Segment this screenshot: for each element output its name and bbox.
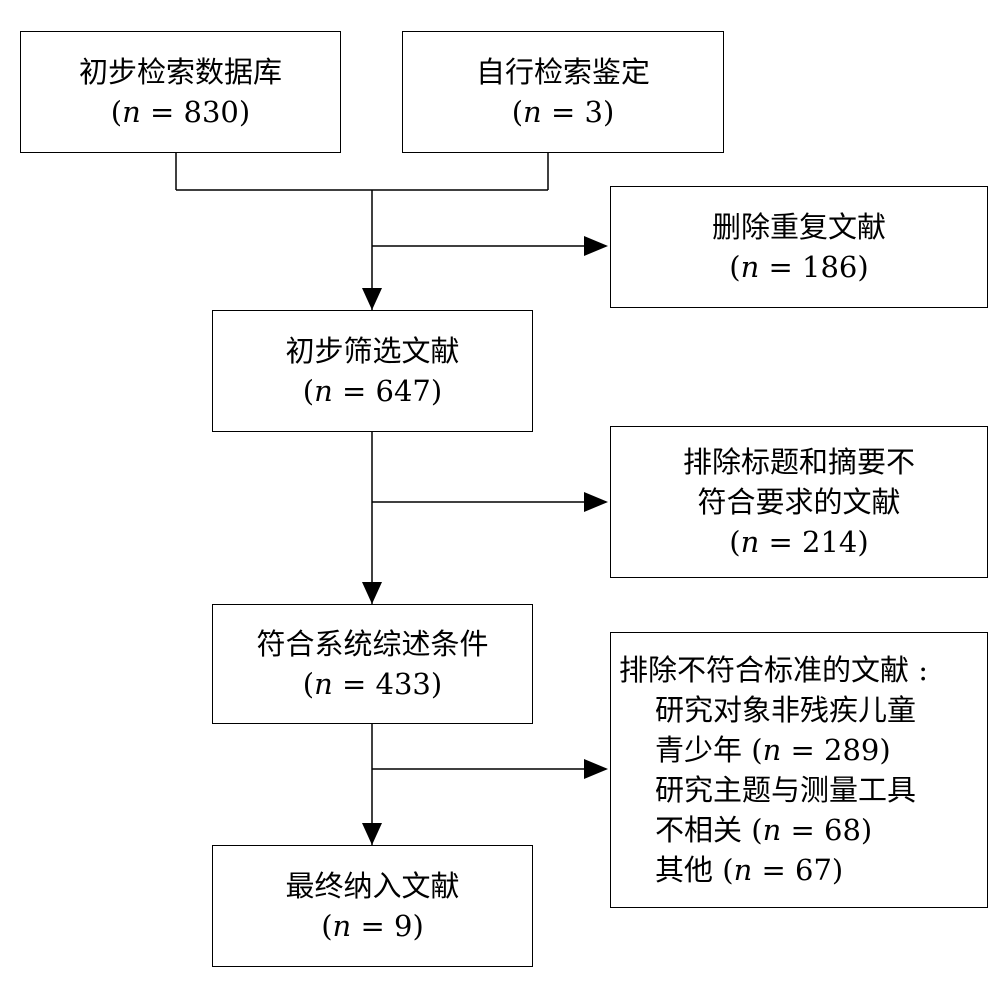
n-symbol: n <box>740 525 760 559</box>
reason1-line2: 青少年 (n = 289) <box>655 733 891 767</box>
arrowhead-final <box>362 823 382 845</box>
reason1-line1: 研究对象非残疾儿童 <box>655 693 917 727</box>
reason2-line1: 研究主题与测量工具 <box>655 773 917 807</box>
reason3-line: 其他 (n = 67) <box>655 853 844 887</box>
n-symbol: n <box>314 667 333 701</box>
reason1-text: 青少年 <box>655 733 743 767</box>
count-label: (n = 186) <box>729 250 869 284</box>
box-initial-database-search: 初步检索数据库 (n = 830) <box>20 31 341 153</box>
box-title: 初步检索数据库 <box>78 55 282 89</box>
count-label: (n = 3) <box>511 95 615 129</box>
reason3-text: 其他 <box>655 853 714 887</box>
count-value: 647 <box>375 374 431 408</box>
count-value: 3 <box>584 95 603 129</box>
count-value: 9 <box>393 909 413 943</box>
count-value: 186 <box>802 250 858 284</box>
box-title: 初步筛选文献 <box>285 334 460 368</box>
count-label: (n = 214) <box>729 525 869 559</box>
count-label: (n = 433) <box>302 667 443 701</box>
n-symbol: n <box>740 250 760 284</box>
count-label: (n = 647) <box>302 374 443 408</box>
box-duplicates-removed: 删除重复文献 (n = 186) <box>610 186 988 308</box>
n-symbol: n <box>762 813 782 847</box>
count-label: (n = 830) <box>110 95 251 129</box>
count-value: 67 <box>795 853 832 887</box>
reason2-line2: 不相关 (n = 68) <box>655 813 873 847</box>
box-title: 自行检索鉴定 <box>475 55 650 89</box>
arrowhead-meets-criteria <box>362 582 382 604</box>
n-symbol: n <box>314 374 333 408</box>
count-value: 433 <box>375 667 431 701</box>
n-symbol: n <box>332 909 352 943</box>
box-meets-criteria: 符合系统综述条件 (n = 433) <box>212 604 533 724</box>
n-symbol: n <box>122 95 141 129</box>
arrowhead-initial-screen <box>362 288 382 310</box>
reason2-text: 不相关 <box>655 813 743 847</box>
count-value: 214 <box>802 525 858 559</box>
box-title: 排除不符合标准的文献 : <box>619 653 928 687</box>
box-title-line2: 符合要求的文献 <box>697 485 901 519</box>
count-value: 68 <box>824 813 861 847</box>
box-self-search: 自行检索鉴定 (n = 3) <box>402 31 724 153</box>
box-initial-screening: 初步筛选文献 (n = 647) <box>212 310 533 432</box>
box-title: 最终纳入文献 <box>285 869 460 903</box>
arrowhead-duplicates <box>584 236 608 256</box>
box-title: 符合系统综述条件 <box>256 627 489 661</box>
box-title-abstract-excluded: 排除标题和摘要不 符合要求的文献 (n = 214) <box>610 426 988 578</box>
count-value: 830 <box>183 95 239 129</box>
n-symbol: n <box>523 95 542 129</box>
n-symbol: n <box>762 733 782 767</box>
arrowhead-title-abstract-excluded <box>584 492 608 512</box>
box-final-included: 最终纳入文献 (n = 9) <box>212 845 533 967</box>
arrowhead-nonconforming <box>584 759 608 779</box>
n-symbol: n <box>733 853 753 887</box>
box-title: 删除重复文献 <box>711 210 886 244</box>
count-value: 289 <box>824 733 880 767</box>
box-nonconforming-excluded: 排除不符合标准的文献 : 研究对象非残疾儿童 青少年 (n = 289) 研究主… <box>610 632 988 908</box>
count-label: (n = 9) <box>321 909 424 943</box>
box-title-line1: 排除标题和摘要不 <box>682 445 915 479</box>
